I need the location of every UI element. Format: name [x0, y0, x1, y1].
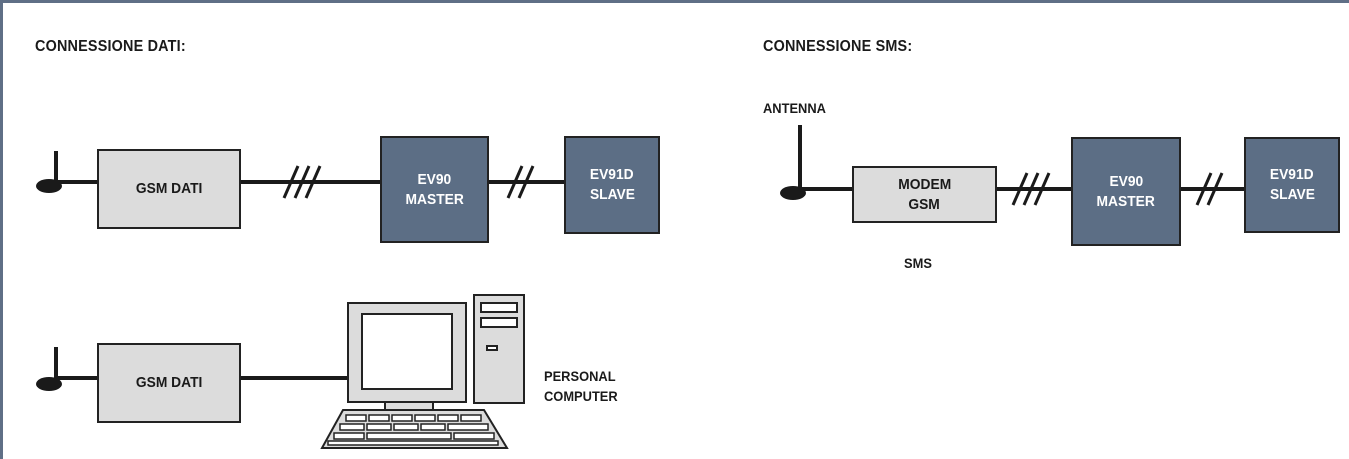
data-connection-title: CONNESSIONE DATI: — [35, 38, 186, 55]
master-line1: EV90 — [417, 170, 452, 188]
gsm-data-label-2: GSM DATI — [135, 374, 203, 391]
master-line2-sms: MASTER — [1096, 192, 1156, 210]
computer-icon — [320, 294, 525, 449]
slave-line2-sms: SLAVE — [1269, 186, 1315, 203]
personal-computer-label: PERSONAL COMPUTER — [544, 366, 618, 406]
antenna-icon — [36, 151, 62, 193]
ev90-master-box: EV90 MASTER — [380, 136, 489, 243]
gsm-data-label: GSM DATI — [135, 180, 203, 197]
slave-line1-sms: EV91D — [1270, 166, 1314, 183]
triple-slash-icon — [1011, 172, 1051, 206]
modem-gsm-box: MODEM GSM — [852, 166, 997, 223]
modem-line2: GSM — [908, 195, 941, 213]
antenna-icon — [780, 125, 806, 200]
double-slash-icon — [506, 165, 535, 199]
ev90-master-box-sms: EV90 MASTER — [1071, 137, 1181, 246]
triple-slash-icon — [282, 165, 322, 199]
ev91d-slave-box-sms: EV91D SLAVE — [1244, 137, 1340, 233]
sms-label: SMS — [904, 255, 932, 271]
master-line1-sms: EV90 — [1109, 172, 1143, 190]
pc-line2: COMPUTER — [544, 388, 618, 404]
sms-connection-title: CONNESSIONE SMS: — [763, 38, 913, 55]
double-slash-icon — [1195, 172, 1224, 206]
ev91d-slave-box: EV91D SLAVE — [564, 136, 660, 234]
gsm-data-box-2: GSM DATI — [97, 343, 241, 423]
slave-line1: EV91D — [590, 166, 634, 183]
antenna-icon — [36, 347, 62, 391]
slave-line2: SLAVE — [589, 186, 635, 203]
pc-line1: PERSONAL — [544, 368, 616, 384]
gsm-data-box: GSM DATI — [97, 149, 241, 229]
modem-line1: MODEM — [898, 175, 951, 193]
antenna-label: ANTENNA — [763, 100, 826, 116]
master-line2: MASTER — [405, 190, 464, 208]
